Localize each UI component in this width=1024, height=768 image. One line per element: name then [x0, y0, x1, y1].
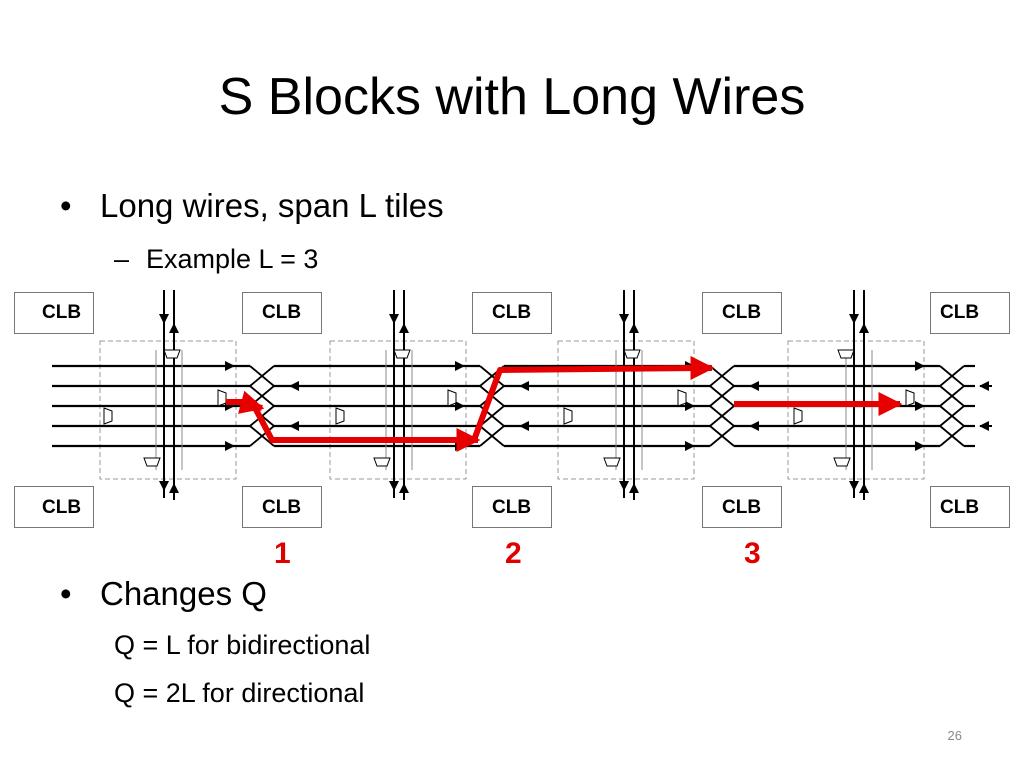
switch-buffer-icon: [217, 389, 227, 407]
clb-box: [14, 292, 94, 334]
page-number: 26: [947, 728, 962, 743]
switch-block-box: [99, 340, 237, 480]
segment-number-1: 1: [274, 537, 291, 570]
switch-buffer-icon: [563, 407, 573, 425]
segment-number-3: 3: [744, 537, 761, 570]
track-crossover: [709, 425, 735, 447]
slide-title: S Blocks with Long Wires: [218, 68, 806, 126]
sub-bullet-dash: –: [114, 244, 130, 274]
switch-buffer-icon: [833, 457, 851, 467]
clb-label: CLB: [722, 302, 762, 323]
clb-box: [242, 292, 322, 334]
clb-box: [702, 486, 782, 528]
track-crossover: [709, 385, 735, 407]
clb-box: [930, 486, 1010, 528]
q-directional-text: Q = 2L for directional: [114, 678, 365, 708]
track-crossover: [249, 365, 275, 387]
clb-label: CLB: [940, 302, 980, 323]
routing-fabric: [52, 290, 992, 500]
switch-buffer-icon: [623, 349, 641, 359]
clb-label: CLB: [42, 302, 82, 323]
sub-bullet-example: – Example L = 3: [114, 242, 319, 276]
clb-label: CLB: [262, 302, 302, 323]
track-crossover: [479, 425, 505, 447]
switch-block-box: [557, 340, 695, 480]
switch-buffer-icon: [163, 349, 181, 359]
switch-block-box: [329, 340, 467, 480]
clb-box: [930, 292, 1010, 334]
switch-buffer-icon: [373, 457, 391, 467]
track-crossover: [939, 365, 965, 387]
track-crossover: [709, 365, 735, 387]
switch-buffer-icon: [793, 407, 803, 425]
segment-number-2: 2: [505, 537, 522, 570]
switch-buffer-icon: [837, 349, 855, 359]
q-bidirectional-text: Q = L for bidirectional: [114, 630, 371, 660]
bullet-text: Changes Q: [100, 575, 267, 612]
clb-label: CLB: [492, 302, 532, 323]
clb-box: [702, 292, 782, 334]
switch-buffer-icon: [393, 349, 411, 359]
clb-box: [14, 486, 94, 528]
switch-buffer-icon: [905, 389, 915, 407]
track-crossover: [939, 425, 965, 447]
switch-buffer-icon: [143, 457, 161, 467]
sub-bullet-text: Example L = 3: [146, 244, 319, 274]
clb-label: CLB: [940, 497, 980, 518]
clb-label: CLB: [262, 497, 302, 518]
bullet-long-wires: • Long wires, span L tiles: [60, 186, 444, 226]
switch-buffer-icon: [677, 389, 687, 407]
bullet-text: Long wires, span L tiles: [100, 187, 444, 224]
track-crossover: [939, 405, 965, 427]
switch-buffer-icon: [335, 407, 345, 425]
bullet-changes-q: • Changes Q: [60, 574, 267, 614]
track-crossover: [939, 385, 965, 407]
clb-label: CLB: [492, 497, 532, 518]
switch-block-box: [787, 340, 925, 480]
clb-box: [472, 486, 552, 528]
clb-label: CLB: [722, 497, 762, 518]
switch-buffer-icon: [103, 407, 113, 425]
bullet-dot: •: [60, 187, 72, 224]
long-wire-highlight: [226, 365, 701, 443]
clb-label: CLB: [42, 497, 82, 518]
track-crossover: [479, 405, 505, 427]
bullet-dot: •: [60, 575, 72, 612]
switch-buffer-icon: [603, 457, 621, 467]
switch-buffer-icon: [447, 389, 457, 407]
clb-box: [472, 292, 552, 334]
long-wire-arrow-icon: [238, 390, 265, 414]
track-crossover: [249, 425, 275, 447]
clb-box: [242, 486, 322, 528]
s-block-diagram: [52, 290, 992, 500]
track-crossover: [709, 405, 735, 427]
